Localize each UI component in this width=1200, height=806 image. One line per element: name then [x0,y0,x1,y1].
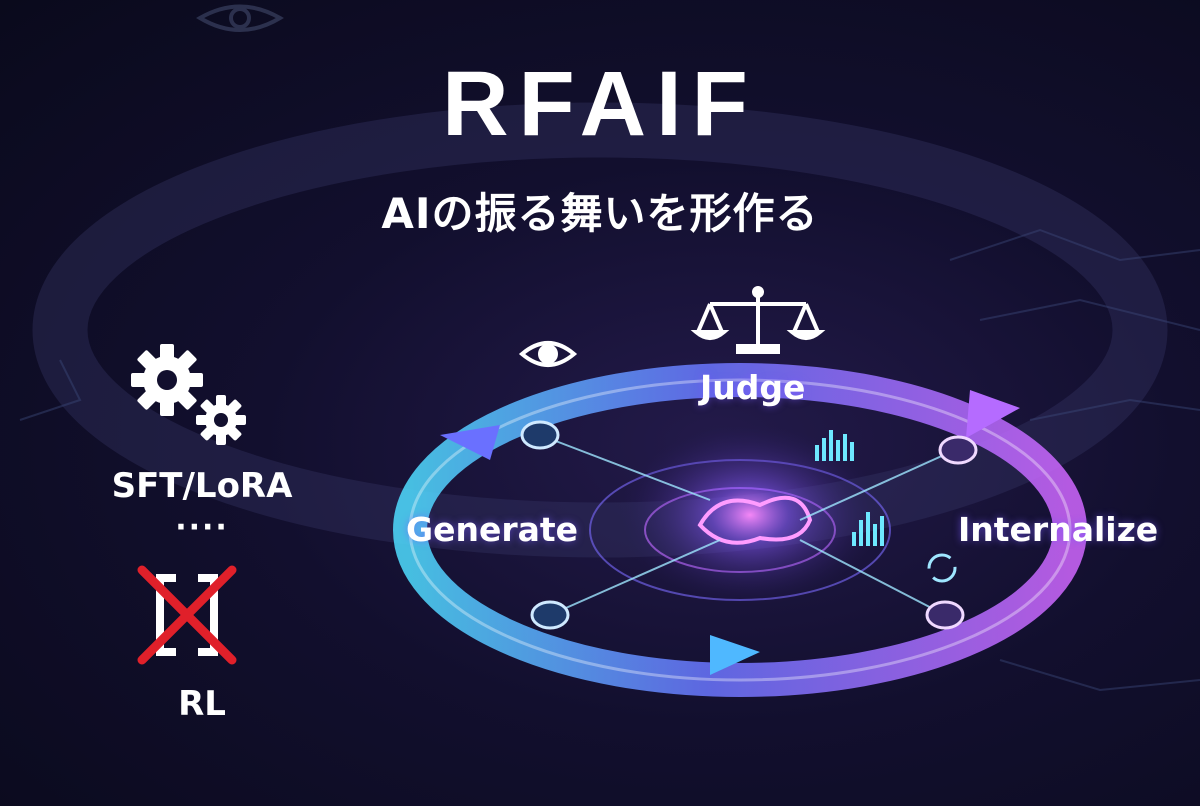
arrow-bottom [710,635,760,675]
node-top-left [520,420,560,450]
red-cross-icon [137,565,237,665]
cycle-diagram [393,286,1087,697]
node-bottom-left [530,600,570,630]
node-bottom-right [925,600,965,630]
bar-chart-icon [815,430,854,461]
cycle-ring [393,363,1087,697]
judge-label: Judge [700,368,806,407]
page-subtitle: AIの振る舞いを形作る [381,189,819,238]
page-title: RFAIF [442,53,758,155]
arrow-top-right [966,390,1020,438]
refresh-icon [927,553,957,583]
network-core [620,425,880,605]
eye-icon [518,341,578,367]
background-ring [32,102,1168,558]
scale-icon [690,286,826,354]
rl-label: RL [178,684,226,724]
faint-eye-icon [196,4,284,32]
generate-label: Generate [406,510,579,549]
crossed-bracket-icon [137,565,237,665]
gears-icon [131,344,246,445]
bar-chart-icon-right [852,512,884,546]
sft-lora-label: SFT/LoRA [111,466,293,506]
arrow-top-left [440,425,500,460]
node-top-right [938,435,978,465]
ellipsis-label: ···· [175,510,229,545]
circuit-lines [19,228,1200,692]
internalize-label: Internalize [958,510,1159,549]
